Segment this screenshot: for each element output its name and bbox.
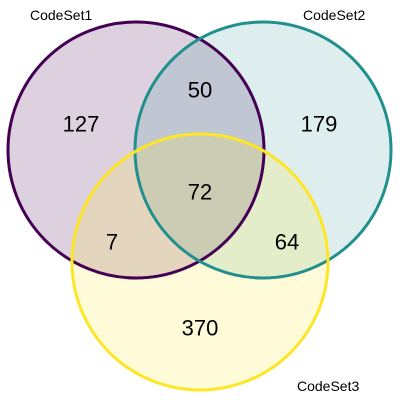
set2-label: CodeSet2 [303,7,365,23]
count-all-three: 72 [188,180,212,205]
set3-circle-outline [70,132,330,392]
count-set2-set3: 64 [275,230,299,255]
count-only-set2: 179 [301,112,338,137]
set1-label: CodeSet1 [30,7,92,23]
count-only-set3: 370 [182,316,219,341]
set3-label: CodeSet3 [297,378,359,394]
count-set1-set2: 50 [188,78,212,103]
count-only-set1: 127 [63,112,100,137]
count-set1-set3: 7 [106,230,118,255]
